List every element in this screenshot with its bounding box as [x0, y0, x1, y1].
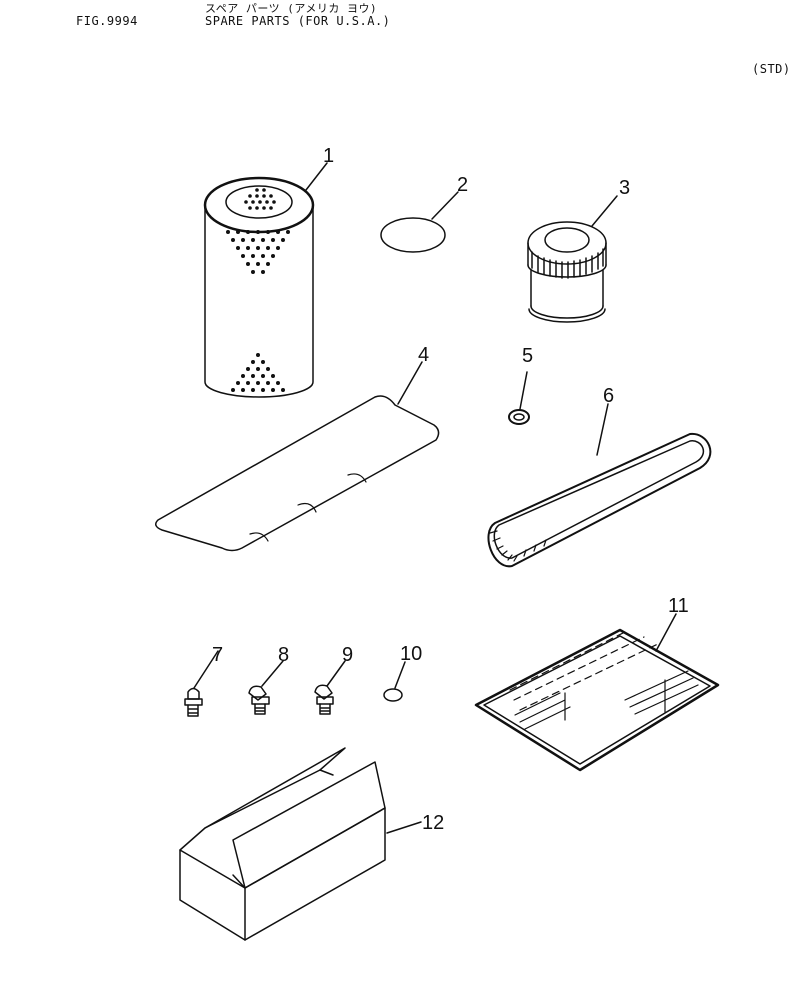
leader-4: [397, 361, 423, 405]
callout-5: 5: [522, 345, 533, 367]
callout-6: 6: [603, 385, 614, 407]
figure-number: FIG.9994: [76, 14, 138, 28]
part-9-grease-fitting-angled: [314, 684, 334, 715]
callout-3: 3: [619, 177, 630, 199]
callout-8: 8: [278, 644, 289, 666]
callout-10: 10: [400, 643, 422, 665]
part-7-grease-fitting: [184, 687, 203, 717]
part-5-seal-ring: [508, 409, 530, 425]
title-japanese: スペア パーツ (アメリカ ヨウ): [205, 2, 378, 15]
leader-8: [261, 660, 284, 687]
leader-6: [596, 403, 609, 456]
callout-9: 9: [342, 644, 353, 666]
callout-1: 1: [323, 145, 334, 167]
part-1-filter-element: [203, 176, 315, 398]
page-title: SPARE PARTS (FOR U.S.A.): [205, 14, 391, 28]
part-4-gasket: [155, 395, 440, 552]
leader-3: [591, 195, 618, 227]
leader-10: [394, 661, 406, 689]
callout-4: 4: [418, 344, 429, 366]
callout-11: 11: [668, 595, 689, 617]
callout-2: 2: [457, 174, 468, 196]
part-6-v-belt: [487, 432, 712, 568]
part-2-o-ring: [380, 217, 446, 253]
leader-11: [655, 613, 677, 652]
part-11-manual: [474, 628, 720, 772]
part-10-o-ring-small: [383, 688, 403, 702]
part-12-box: [179, 747, 386, 941]
part-8-grease-fitting-angled: [248, 685, 270, 715]
leader-9: [326, 660, 346, 687]
leader-2: [431, 191, 459, 220]
callout-12: 12: [422, 812, 444, 834]
leader-7: [193, 650, 219, 689]
leader-1: [305, 162, 328, 191]
leader-12: [386, 821, 422, 834]
spec-label: (STD): [752, 62, 791, 76]
part-3-filter-cartridge: [527, 221, 607, 323]
leader-5: [519, 371, 528, 410]
callout-7: 7: [212, 644, 223, 666]
